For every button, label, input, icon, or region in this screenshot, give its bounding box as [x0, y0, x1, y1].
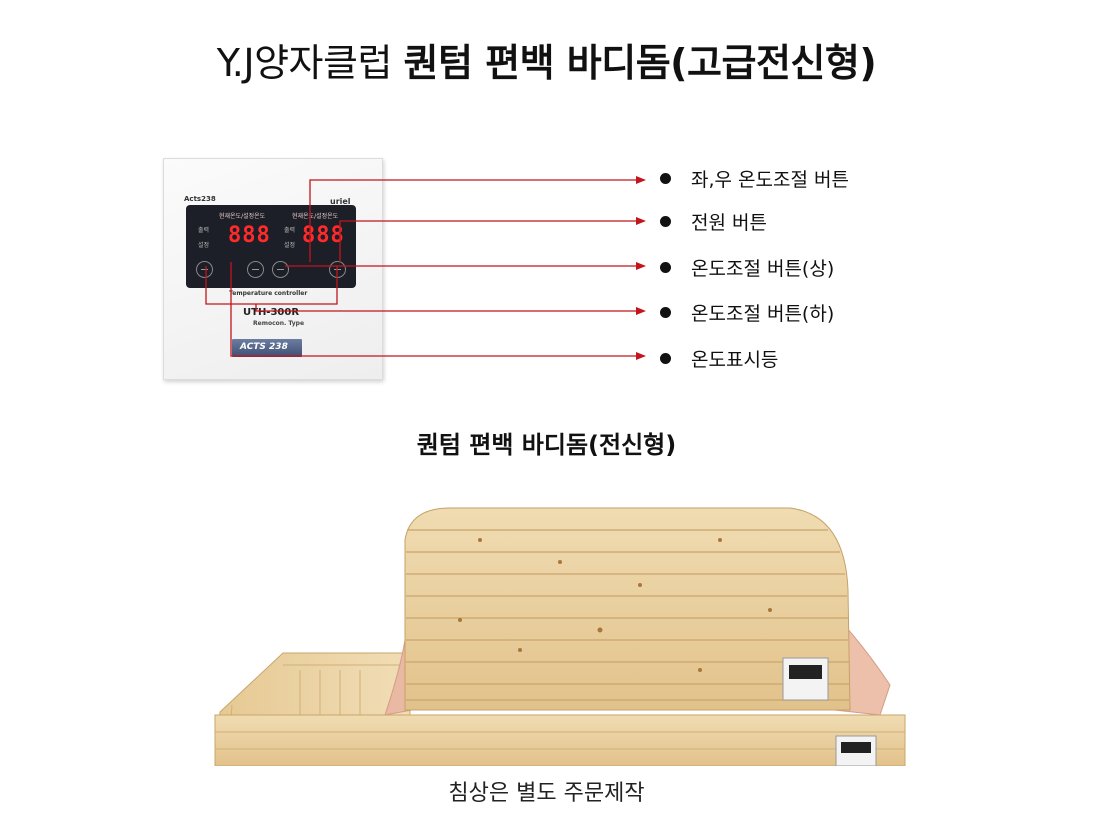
controller-caption: Temperature controller [229, 290, 308, 297]
side-label-top-right: 출력 [284, 227, 296, 234]
brand-left-label: Acts238 [184, 195, 216, 203]
temperature-controller-panel: Acts238 uriel 현재온도/설정온도 현재온도/설정온도 출력 설정 … [163, 158, 383, 380]
callout-label: 온도조절 버튼(하) [691, 303, 835, 325]
footer-caption: 침상은 별도 주문제작 [448, 781, 645, 806]
bullet-icon [660, 307, 671, 318]
arrowhead-1 [636, 176, 646, 184]
callout-item: 온도표시등 [660, 345, 778, 372]
controller-type: Remocon. Type [253, 320, 305, 327]
leader-line-4b [255, 304, 640, 312]
side-label-bottom-left: 설정 [198, 242, 210, 249]
bullet-icon [660, 173, 671, 184]
callout-item: 전원 버튼 [660, 208, 767, 235]
acts-badge: ACTS 238 [232, 339, 302, 357]
title-prefix: Y.J양자클럽 [216, 41, 393, 85]
callout-item: 온도조절 버튼(상) [660, 254, 834, 281]
body-dome-image [214, 507, 906, 766]
brand-right-label: uriel [330, 197, 351, 206]
temperature-digits-left: 888 [228, 223, 271, 248]
page-title: Y.J양자클럽 퀀텀 편백 바디돔(고급전신형) [0, 32, 1093, 87]
left-control-button[interactable] [196, 261, 213, 278]
temp-down-button[interactable] [272, 261, 289, 278]
display-label-right: 현재온도/설정온도 [292, 213, 339, 220]
callout-item: 좌,우 온도조절 버튼 [660, 165, 849, 192]
power-button[interactable] [247, 261, 264, 278]
leader-line-4 [205, 266, 338, 305]
arrowhead-2 [636, 217, 646, 225]
callout-label: 온도조절 버튼(상) [691, 258, 835, 280]
bullet-icon [660, 262, 671, 273]
title-main: 퀀텀 편백 바디돔(고급전신형) [403, 41, 877, 85]
bullet-icon [660, 353, 671, 364]
product-subtitle: 퀀텀 편백 바디돔(전신형) [416, 431, 677, 459]
temperature-digits-right: 888 [302, 223, 345, 248]
side-label-bottom-right: 설정 [284, 242, 296, 249]
bed-front-rail [214, 714, 906, 766]
callout-item: 온도조절 버튼(하) [660, 299, 834, 326]
leader-line-1 [309, 179, 640, 262]
bullet-icon [660, 216, 671, 227]
controller-model: UTH-300R [243, 307, 300, 318]
arrowhead-5 [636, 352, 646, 360]
dome [404, 507, 851, 711]
callout-leader-lines [205, 176, 646, 360]
callout-label: 온도표시등 [691, 349, 779, 371]
arrowhead-3 [636, 262, 646, 270]
leader-line-5 [230, 262, 640, 357]
callout-label: 좌,우 온도조절 버튼 [691, 169, 849, 191]
controller-display: 현재온도/설정온도 현재온도/설정온도 출력 설정 출력 설정 888 888 [186, 205, 356, 288]
display-label-left: 현재온도/설정온도 [219, 213, 266, 220]
side-label-top-left: 출력 [198, 227, 210, 234]
callout-label: 전원 버튼 [691, 212, 767, 234]
arrowhead-4 [636, 307, 646, 315]
leader-line-2 [339, 220, 640, 262]
